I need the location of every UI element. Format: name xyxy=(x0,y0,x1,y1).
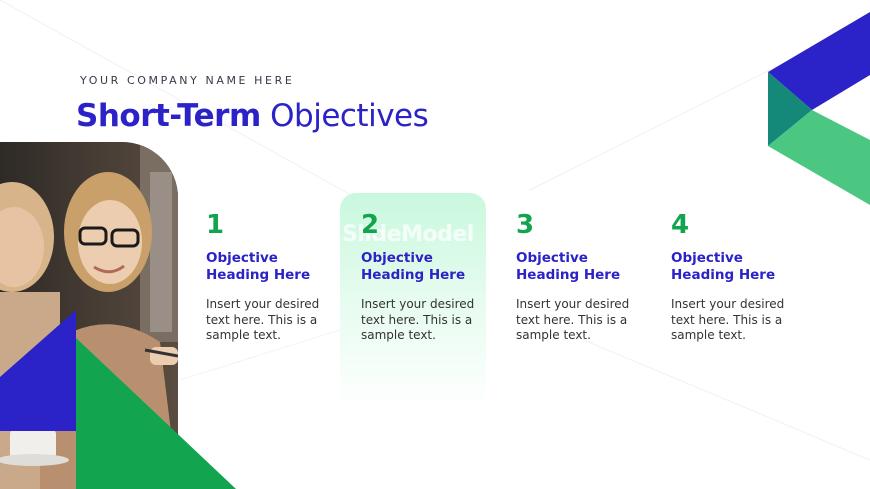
watermark-logo: SlideModel xyxy=(342,222,474,247)
body-line: text here. This is a xyxy=(516,312,628,327)
objective-4: 4 Objective Heading Here Insert your des… xyxy=(671,208,811,344)
body-line: Insert your desired xyxy=(516,297,630,311)
body-line: sample text. xyxy=(516,328,591,342)
objective-heading: Objective Heading Here xyxy=(671,250,811,284)
objective-number: 3 xyxy=(516,210,535,240)
body-line: text here. This is a xyxy=(206,312,318,327)
heading-line: Objective xyxy=(206,250,278,266)
heading-line: Heading Here xyxy=(516,267,621,283)
objective-1: 1 Objective Heading Here Insert your des… xyxy=(206,208,346,344)
heading-line: Heading Here xyxy=(361,267,466,283)
body-line: sample text. xyxy=(671,328,746,342)
objective-heading: Objective Heading Here xyxy=(206,250,346,284)
body-line: sample text. xyxy=(361,328,436,342)
objective-body: Insert your desired text here. This is a… xyxy=(671,297,811,344)
page-title: Short-Term Objectives xyxy=(76,98,429,134)
body-line: text here. This is a xyxy=(671,312,783,327)
objective-number: 2 xyxy=(361,210,380,240)
heading-line: Heading Here xyxy=(671,267,776,283)
objective-body: Insert your desired text here. This is a… xyxy=(516,297,656,344)
company-name: YOUR COMPANY NAME HERE xyxy=(80,74,295,87)
heading-line: Objective xyxy=(361,250,433,266)
objective-body: Insert your desired text here. This is a… xyxy=(206,297,346,344)
title-bold: Short-Term xyxy=(76,98,261,134)
heading-line: Objective xyxy=(516,250,588,266)
body-line: Insert your desired xyxy=(671,297,785,311)
objective-number: 1 xyxy=(206,210,225,240)
objective-2-highlight xyxy=(340,193,486,409)
objective-2: 2 Objective Heading Here Insert your des… xyxy=(361,208,501,344)
photo-business-women xyxy=(0,142,178,489)
objective-3: 3 Objective Heading Here Insert your des… xyxy=(516,208,656,344)
body-line: Insert your desired xyxy=(206,297,320,311)
heading-line: Heading Here xyxy=(206,267,311,283)
objective-heading: Objective Heading Here xyxy=(361,250,501,284)
body-line: text here. This is a xyxy=(361,312,473,327)
corner-decoration xyxy=(768,12,870,205)
objective-body: Insert your desired text here. This is a… xyxy=(361,297,501,344)
body-line: sample text. xyxy=(206,328,281,342)
heading-line: Objective xyxy=(671,250,743,266)
objective-number: 4 xyxy=(671,210,690,240)
title-light: Objectives xyxy=(270,98,429,134)
objective-heading: Objective Heading Here xyxy=(516,250,656,284)
body-line: Insert your desired xyxy=(361,297,475,311)
